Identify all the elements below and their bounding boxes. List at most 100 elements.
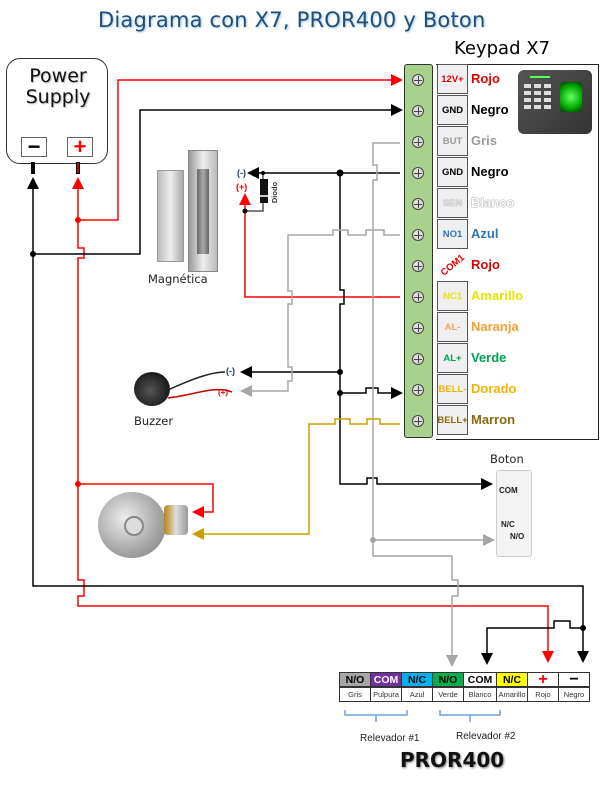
- keypad-pin-label: NC1: [437, 281, 468, 311]
- power-supply-positive-terminal: +: [67, 136, 93, 158]
- keypad-wire-color-label: Marron: [471, 412, 516, 427]
- buzzer: [134, 372, 170, 406]
- power-supply-positive-lead: [76, 162, 80, 174]
- keypad-pin-label: AL-: [437, 312, 468, 342]
- wire-red-main: [77, 180, 554, 663]
- junction-dot: [75, 217, 81, 223]
- buzzer-neg-label: (-): [226, 366, 235, 376]
- terminal-screw-icon: [412, 136, 424, 148]
- relay2-bracket: [439, 710, 501, 722]
- button-label: Boton: [490, 452, 524, 466]
- pror400-terminal-wire-label: Rojo: [527, 687, 559, 702]
- terminal-screw-icon: [412, 167, 424, 179]
- junction-dot: [30, 251, 36, 257]
- pror400-terminal: COM: [463, 672, 497, 687]
- junction-dot: [337, 369, 343, 375]
- keypad-pin-label: BELL+: [437, 405, 468, 435]
- bell: [98, 492, 166, 558]
- keypad-frame: [436, 64, 599, 440]
- keypad-wire-color-label: Blanco: [471, 195, 515, 210]
- terminal-screw-icon: [412, 291, 424, 303]
- keypad-wire-color-label: Negro: [471, 164, 509, 179]
- wire-gold-bell: [192, 418, 400, 540]
- pror400-terminal-wire-label: Gris: [339, 687, 371, 702]
- keypad-wire-color-label: Azul: [471, 226, 499, 241]
- pror400-terminal: +: [527, 671, 559, 688]
- keypad-terminal-strip: [404, 64, 433, 438]
- keypad-wire-color-label: Negro: [471, 102, 509, 117]
- keypad-wire-color-label: Verde: [471, 350, 507, 365]
- pror400-terminal-wire-label: Azul: [401, 687, 433, 702]
- terminal-screw-icon: [412, 260, 424, 272]
- wire-red-12v: [78, 74, 403, 221]
- keypad-pin-label: SEN: [437, 188, 468, 218]
- button-com-label: COM: [499, 486, 518, 495]
- diode-label: Diodo: [270, 181, 280, 204]
- wire-red-bell: [78, 483, 214, 518]
- terminal-screw-icon: [412, 415, 424, 427]
- wire-black-ps-main: [32, 186, 589, 663]
- junction-dot: [370, 537, 376, 543]
- keypad-pin-label: AL+: [437, 343, 468, 373]
- keypad-pin-label: GND: [437, 95, 468, 125]
- pror400-title: PROR400: [400, 748, 505, 772]
- keypad-x7-device: [518, 70, 592, 134]
- buzzer-label: Buzzer: [134, 414, 174, 428]
- junction-dot: [261, 171, 265, 175]
- junction-dot: [337, 390, 343, 396]
- pror400-terminal-wire-label: Negro: [558, 687, 590, 702]
- button-no-label: N/O: [510, 532, 525, 541]
- keypad-title: Keypad X7: [454, 38, 551, 59]
- fingerprint-sensor-icon: [560, 82, 582, 112]
- junction-dot: [75, 481, 81, 487]
- pror400-terminal-wire-label: Pulpura: [370, 687, 402, 702]
- pror400-terminal: N/C: [496, 672, 528, 687]
- wire-black-bus: [339, 173, 493, 490]
- buzzer-lead-black: [167, 371, 226, 391]
- power-supply-negative-lead: [31, 162, 35, 174]
- keypad-wire-color-label: Rojo: [471, 71, 500, 86]
- pror400-terminal: N/O: [339, 672, 371, 687]
- terminal-screw-icon: [412, 322, 424, 334]
- magnetic-lock-plate: [157, 170, 184, 262]
- pror400-terminal: COM: [370, 672, 402, 687]
- keypad-wire-color-label: Dorado: [471, 381, 517, 396]
- keypad-wire-color-label: Gris: [471, 133, 498, 148]
- pror400-terminal: N/O: [432, 672, 464, 687]
- relay1-bracket: [344, 710, 408, 722]
- keypad-pin-label: NO1: [437, 219, 468, 249]
- terminal-screw-icon: [412, 384, 424, 396]
- keypad-wire-color-label: Naranja: [471, 319, 519, 334]
- junction-dot: [580, 625, 586, 631]
- wire-black-pror-com: [481, 620, 583, 665]
- relay1-label: Relevador #1: [360, 733, 420, 744]
- wire-gray-but: [372, 142, 495, 546]
- bell-mechanism: [164, 505, 188, 535]
- magnetic-lock-body: [188, 150, 218, 272]
- terminal-screw-icon: [412, 74, 424, 86]
- pror400-terminal-wire-label: Blanco: [463, 687, 497, 702]
- button-nc-label: N/C: [501, 520, 515, 529]
- keypad-pin-label: BELL-: [437, 374, 468, 404]
- buzzer-pos-label: (+): [218, 388, 228, 397]
- terminal-screw-icon: [412, 198, 424, 210]
- junction-dot: [242, 208, 248, 214]
- magnetic-lock-pos-label: (+): [236, 182, 248, 192]
- diagram-title: Diagrama con X7, PROR400 y Boton: [98, 8, 486, 32]
- wire-gray-pror: [372, 540, 459, 667]
- pror400-terminal: N/C: [401, 672, 433, 687]
- keypad-pin-label: 12V+: [437, 64, 468, 94]
- pror400-terminal-wire-label: Verde: [432, 687, 464, 702]
- terminal-screw-icon: [412, 105, 424, 117]
- keypad-wire-color-label: Amarillo: [471, 288, 524, 303]
- wire-gray-no1: [240, 229, 400, 397]
- wire-red-com1: [239, 193, 400, 298]
- relay2-label: Relevador #2: [456, 731, 516, 742]
- wire-black-gnd: [33, 104, 403, 255]
- wire-black-bell-neg: [340, 387, 403, 399]
- junction-dot: [336, 169, 344, 177]
- keypad-wire-color-label: Rojo: [471, 257, 500, 272]
- pror400-terminal: −: [558, 671, 590, 688]
- power-supply-label: Power Supply: [25, 65, 91, 108]
